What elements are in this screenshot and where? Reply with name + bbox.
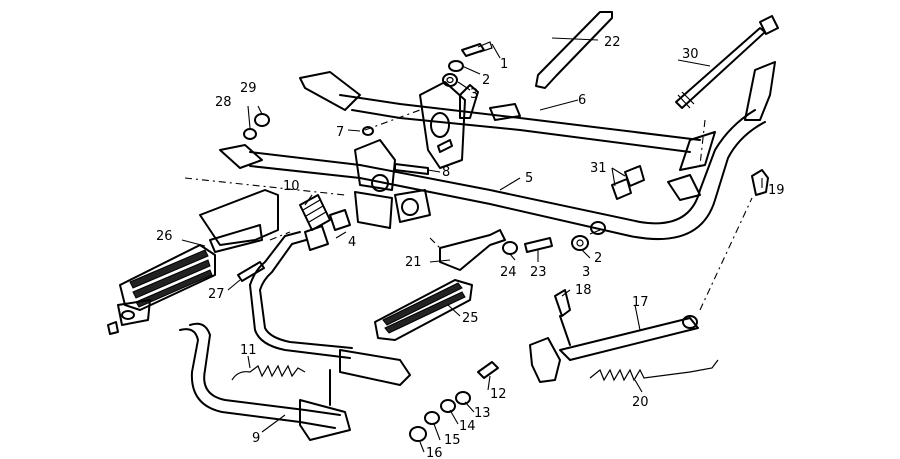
callout-2-top: 2: [482, 73, 490, 88]
nuts-2-3-lower: [571, 221, 606, 251]
callout-29: 29: [240, 81, 257, 96]
callout-23: 23: [530, 265, 547, 280]
callout-19: 19: [768, 183, 785, 198]
callout-20: 20: [632, 395, 649, 410]
callout-31: 31: [590, 161, 607, 176]
callout-6: 6: [578, 93, 586, 108]
callout-labels: 1 2 3 2 3 4 5 6 7 8 9 10 11 12 13 14 15 …: [156, 35, 785, 459]
callout-2-lower: 2: [594, 251, 602, 266]
callout-15: 15: [444, 433, 461, 448]
spring-11: [231, 364, 306, 381]
hardware-12-16: [409, 361, 499, 442]
parts-18-19: [554, 169, 769, 346]
callout-11: 11: [240, 343, 257, 358]
rubber-10: [299, 194, 331, 231]
callout-25: 25: [462, 311, 479, 326]
center-brackets: [354, 81, 521, 229]
callout-28: 28: [215, 95, 232, 110]
pedal-9: [179, 231, 411, 441]
footpeg-bracket-26: [107, 189, 279, 335]
callout-3-top: 3: [470, 87, 478, 102]
callout-21: 21: [405, 255, 422, 270]
top-bolt-stack: [442, 41, 493, 87]
callout-14: 14: [459, 419, 476, 434]
footrest-21-25: [374, 229, 506, 341]
callout-9: 9: [252, 431, 260, 446]
callout-13: 13: [474, 406, 491, 421]
callout-10: 10: [283, 179, 300, 194]
stand-17: [529, 315, 699, 383]
callout-3-lower: 3: [582, 265, 590, 280]
callout-16: 16: [426, 446, 443, 459]
bolt-23-24: [502, 237, 553, 255]
callout-5: 5: [525, 171, 533, 186]
plate-22: [535, 11, 613, 89]
callout-1: 1: [500, 57, 508, 72]
callout-4: 4: [348, 235, 356, 250]
nuts-28-29: [243, 113, 270, 140]
callout-26: 26: [156, 229, 173, 244]
callout-17: 17: [632, 295, 649, 310]
bushings-31: [611, 165, 645, 200]
bolt-27: [237, 261, 265, 282]
callout-30: 30: [682, 47, 699, 62]
callout-12: 12: [490, 387, 507, 402]
callout-7: 7: [336, 125, 344, 140]
assembly-lines: [184, 109, 753, 311]
callout-24: 24: [500, 265, 517, 280]
callout-8: 8: [442, 165, 450, 180]
callout-18: 18: [575, 283, 592, 298]
callout-27: 27: [208, 287, 225, 302]
spring-20: [589, 359, 719, 382]
callout-22: 22: [604, 35, 621, 50]
leader-lines: [181, 37, 763, 453]
long-bolt-30: [675, 15, 779, 109]
small-hardware-7-8: [362, 126, 453, 175]
